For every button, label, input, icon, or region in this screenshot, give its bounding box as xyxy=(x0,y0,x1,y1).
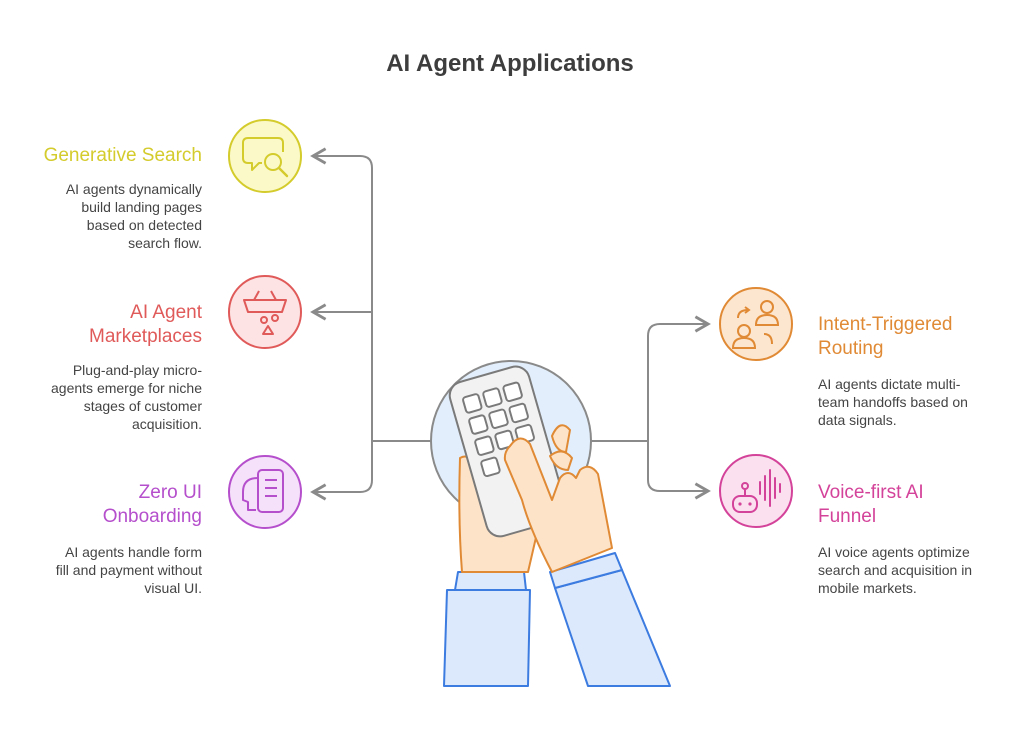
desc-line: build landing pages xyxy=(81,199,202,215)
voice-funnel-description: AI voice agents optimize search and acqu… xyxy=(818,543,1013,597)
generative-search-description: AI agents dynamically build landing page… xyxy=(0,180,202,252)
zero-ui-heading: Zero UI Onboarding xyxy=(0,481,202,529)
heading-line: Routing xyxy=(818,338,884,359)
market-basket-icon xyxy=(228,275,302,349)
search-chat-icon xyxy=(228,119,302,193)
heading-line: Funnel xyxy=(818,506,877,527)
desc-line: mobile markets. xyxy=(818,580,917,596)
desc-line: AI agents handle form xyxy=(65,544,202,560)
voice-robot-icon xyxy=(719,454,793,528)
desc-line: fill and payment without xyxy=(55,562,202,578)
intent-routing-heading: Intent-Triggered Routing xyxy=(818,313,1013,361)
desc-line: Plug-and-play micro- xyxy=(72,362,202,378)
desc-line: search and acquisition in xyxy=(818,562,973,578)
generative-search-heading: Generative Search xyxy=(43,145,202,166)
heading-line: Marketplaces xyxy=(89,326,202,347)
desc-line: agents emerge for niche xyxy=(51,380,202,396)
right-connector xyxy=(590,315,711,500)
heading-line: Intent-Triggered xyxy=(818,314,953,335)
desc-line: search flow. xyxy=(128,235,202,251)
desc-line: AI agents dynamically xyxy=(65,181,202,197)
desc-line: stages of customer xyxy=(83,398,202,414)
heading-line: Onboarding xyxy=(102,506,202,527)
desc-line: AI voice agents optimize xyxy=(818,544,970,560)
marketplaces-heading: AI Agent Marketplaces xyxy=(0,301,202,349)
desc-line: team handoffs based on xyxy=(818,394,968,410)
heading-line: Zero UI xyxy=(138,482,202,503)
voice-funnel-heading: Voice-first AI Funnel xyxy=(818,481,1013,529)
desc-line: based on detected xyxy=(86,217,202,233)
page-title: AI Agent Applications xyxy=(386,50,634,77)
intent-routing-description: AI agents dictate multi- team handoffs b… xyxy=(818,375,1013,429)
desc-line: AI agents dictate multi- xyxy=(818,376,961,392)
routing-people-icon xyxy=(719,287,793,361)
desc-line: visual UI. xyxy=(144,580,202,596)
left-connector xyxy=(310,147,432,501)
heading-line: Voice-first AI xyxy=(818,482,924,503)
marketplaces-description: Plug-and-play micro- agents emerge for n… xyxy=(0,361,202,433)
head-form-icon xyxy=(228,455,302,529)
desc-line: data signals. xyxy=(818,412,897,428)
hand-phone-illustration xyxy=(430,360,671,687)
heading-line: AI Agent xyxy=(130,302,202,323)
desc-line: acquisition. xyxy=(131,416,202,432)
zero-ui-description: AI agents handle form fill and payment w… xyxy=(0,543,202,597)
